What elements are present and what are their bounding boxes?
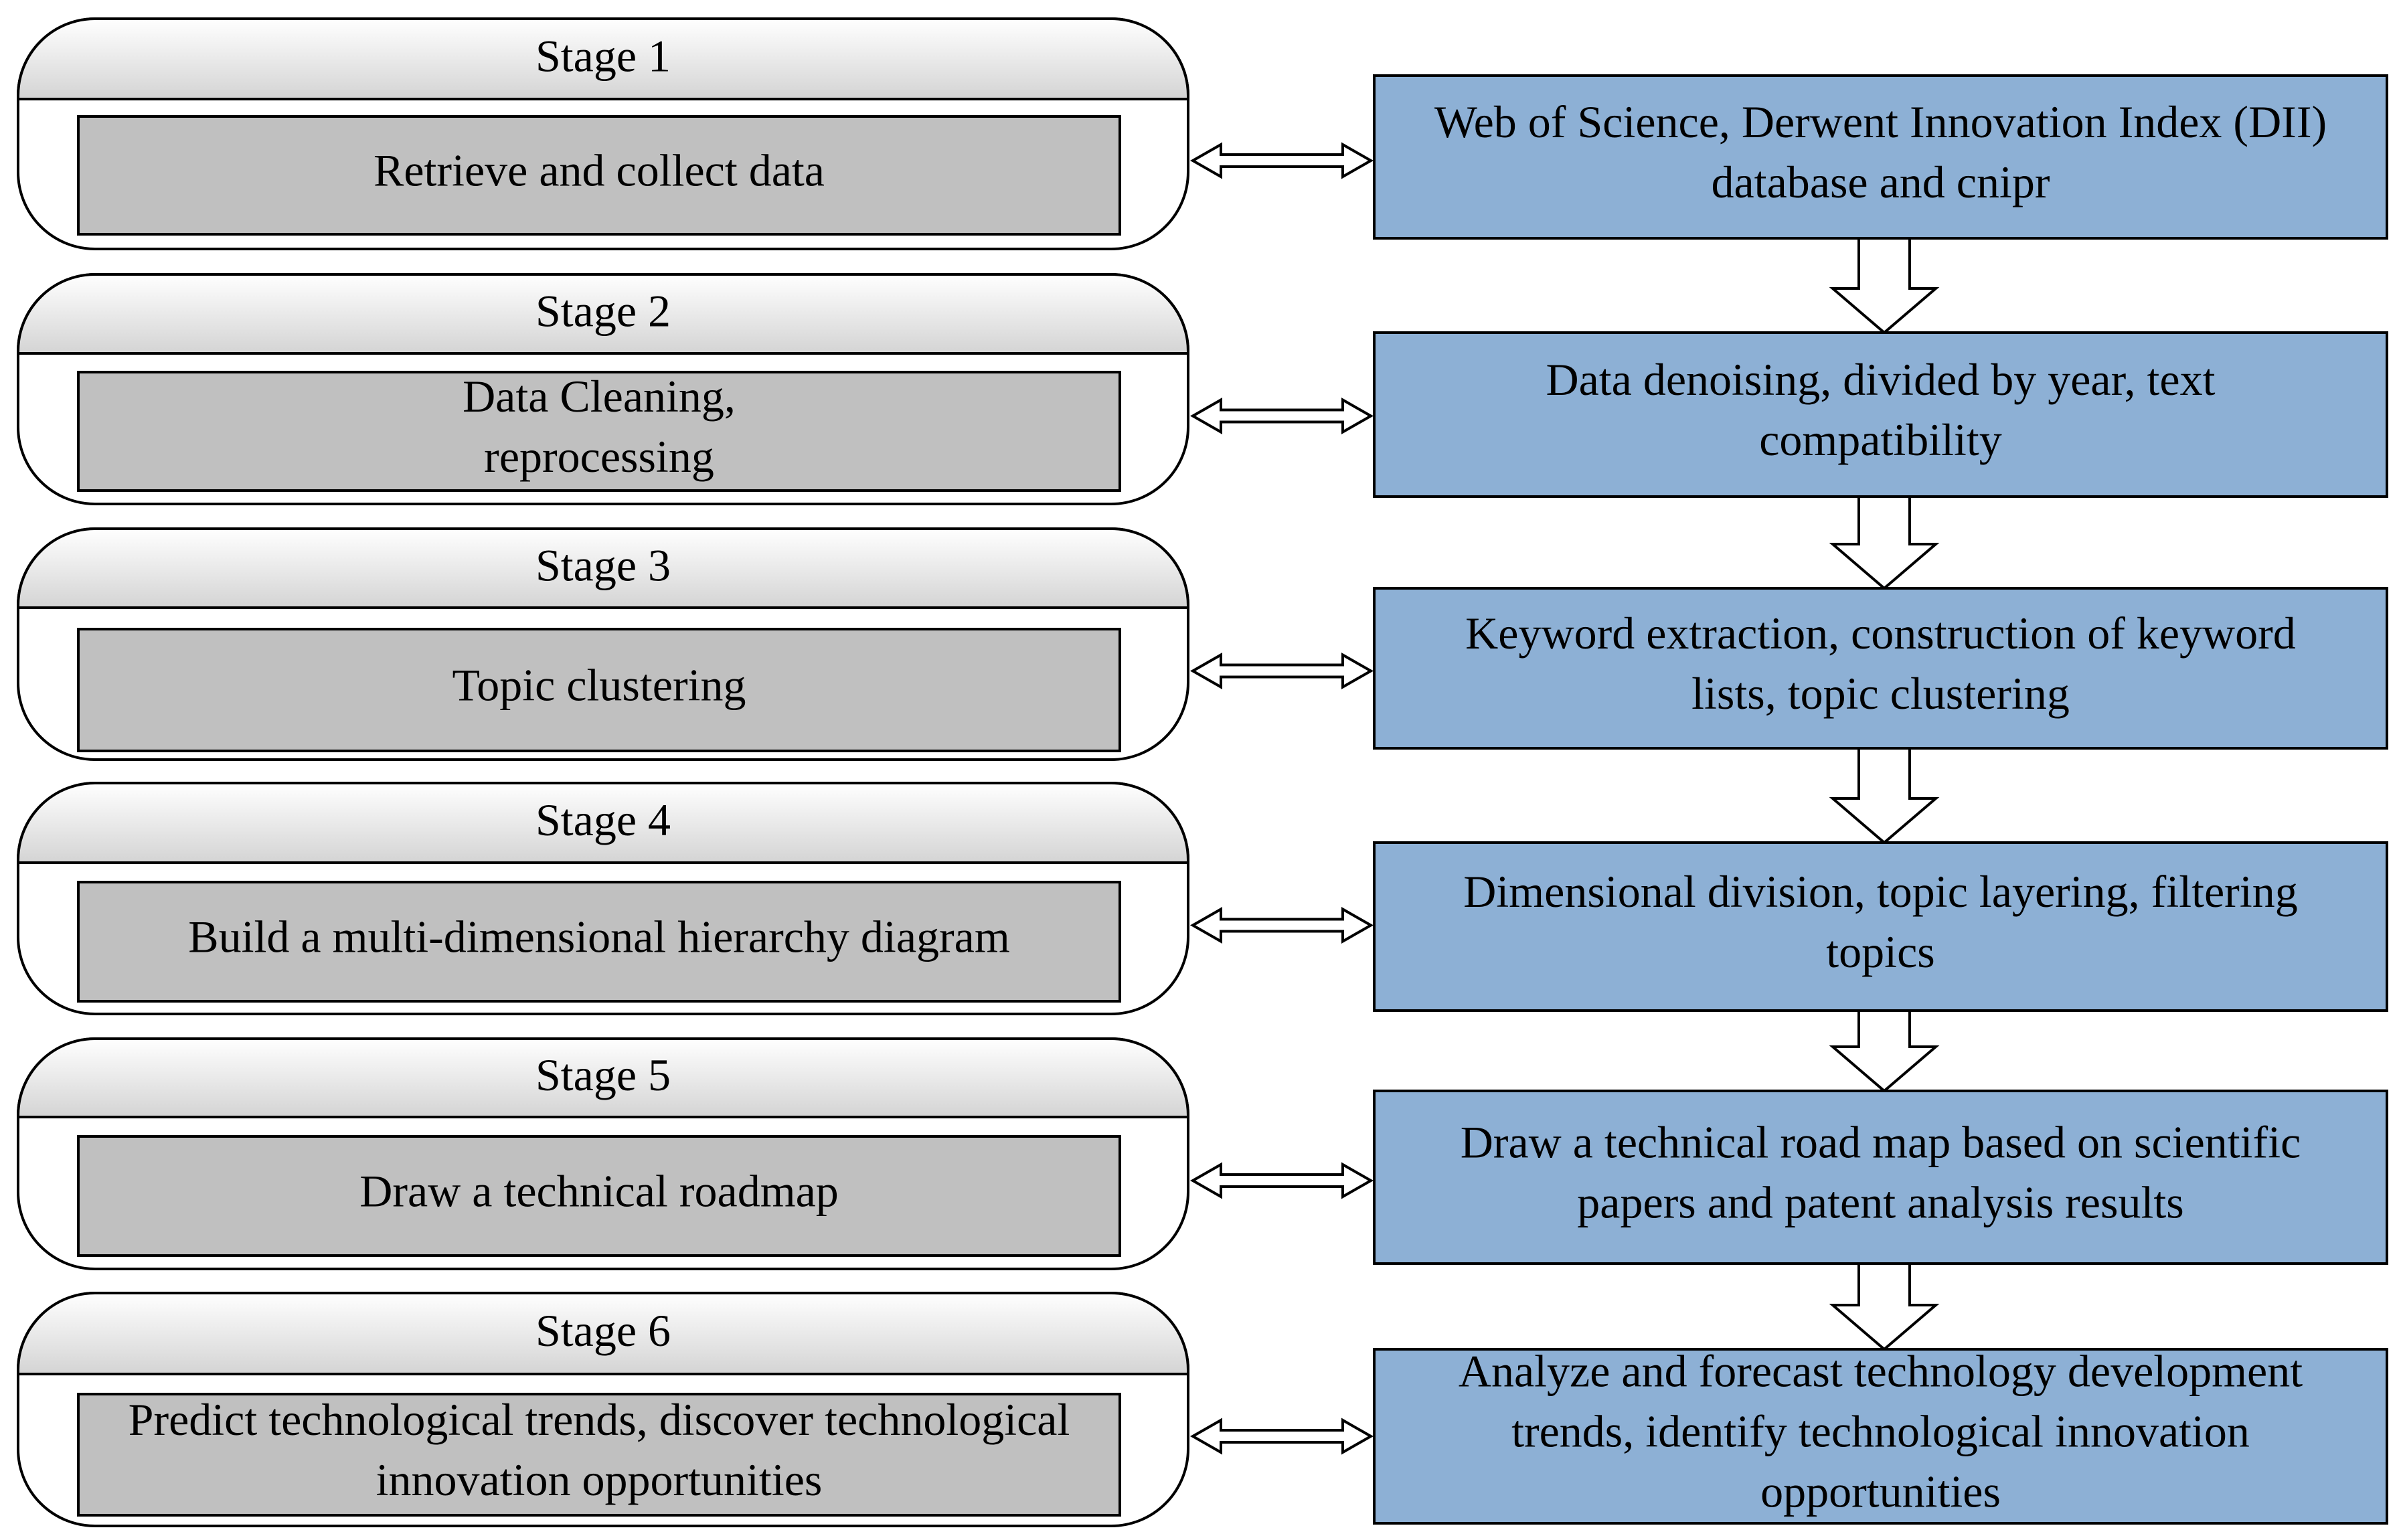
stage-3-detail-line: Keyword extraction, construction of keyw…: [1465, 608, 2296, 659]
stage-5-title: Stage 5: [535, 1049, 671, 1100]
stage-5-task-box: [77, 1135, 1121, 1257]
stage-4-detail-line: topics: [1826, 926, 1934, 977]
stage-4-title: Stage 4: [535, 794, 671, 845]
stage-5-task-line: Draw a technical roadmap: [359, 1166, 839, 1217]
down-arrow-2: [1829, 495, 1940, 590]
stage-5-header: [17, 1037, 1189, 1118]
stage-4-detail-line: Dimensional division, topic layering, fi…: [1463, 866, 2297, 917]
stage-5-detail-line: papers and patent analysis results: [1577, 1177, 2183, 1228]
stage-3-detail-box: [1373, 587, 2388, 750]
stage-2-double-arrow: [1189, 398, 1374, 434]
stage-6-task-line: innovation opportunities: [376, 1454, 823, 1505]
stage-1-detail-line: database and cnipr: [1712, 157, 2050, 207]
stage-2-header: [17, 273, 1189, 355]
stage-6-task-box: [77, 1393, 1121, 1517]
stage-3-title: Stage 3: [535, 540, 671, 591]
stage-2-detail-box: [1373, 331, 2388, 498]
stage-4-header: [17, 782, 1189, 864]
stage-4-task-line: Build a multi-dimensional hierarchy diag…: [188, 912, 1009, 962]
stage-2-detail-line: compatibility: [1759, 414, 2002, 465]
stage-6-detail-line: trends, identify technological innovatio…: [1511, 1406, 2250, 1457]
down-arrow-1: [1829, 237, 1940, 335]
stage-1-task-box: [77, 115, 1121, 236]
stage-5-double-arrow: [1189, 1162, 1374, 1199]
stage-6-double-arrow: [1189, 1418, 1374, 1455]
stage-1-detail-line: Web of Science, Derwent Innovation Index…: [1434, 96, 2327, 147]
stage-2-detail-line: Data denoising, divided by year, text: [1546, 354, 2215, 405]
stage-5-detail-line: Draw a technical road map based on scien…: [1461, 1117, 2301, 1168]
stage-2-task-line: Data Cleaning,: [463, 371, 736, 422]
stage-3-task-line: Topic clustering: [452, 660, 746, 711]
stage-6-task-line: Predict technological trends, discover t…: [129, 1394, 1070, 1445]
stage-6-header: [17, 1292, 1189, 1375]
stage-6-title: Stage 6: [535, 1305, 671, 1356]
stage-1-double-arrow: [1189, 142, 1374, 179]
stage-1-header: [17, 17, 1189, 100]
stage-3-double-arrow: [1189, 653, 1374, 689]
stage-1-task-line: Retrieve and collect data: [374, 145, 825, 196]
stage-6-detail-line: Analyze and forecast technology developm…: [1459, 1346, 2303, 1397]
down-arrow-5: [1829, 1262, 1940, 1351]
stage-2-task-box: [77, 371, 1121, 492]
stage-4-detail-box: [1373, 841, 2388, 1012]
down-arrow-4: [1829, 1009, 1940, 1093]
stage-3-task-box: [77, 628, 1121, 752]
stage-2-title: Stage 2: [535, 286, 671, 337]
stage-2-task-line: reprocessing: [484, 431, 714, 482]
stage-4-task-box: [77, 881, 1121, 1003]
stage-3-header: [17, 527, 1189, 609]
stage-4-double-arrow: [1189, 907, 1374, 944]
stage-1-title: Stage 1: [535, 31, 671, 82]
stage-3-detail-line: lists, topic clustering: [1691, 668, 2070, 719]
stage-6-detail-box: [1373, 1348, 2388, 1525]
stage-5-detail-box: [1373, 1090, 2388, 1265]
stage-6-detail-line: opportunities: [1760, 1466, 2001, 1517]
down-arrow-3: [1829, 747, 1940, 845]
